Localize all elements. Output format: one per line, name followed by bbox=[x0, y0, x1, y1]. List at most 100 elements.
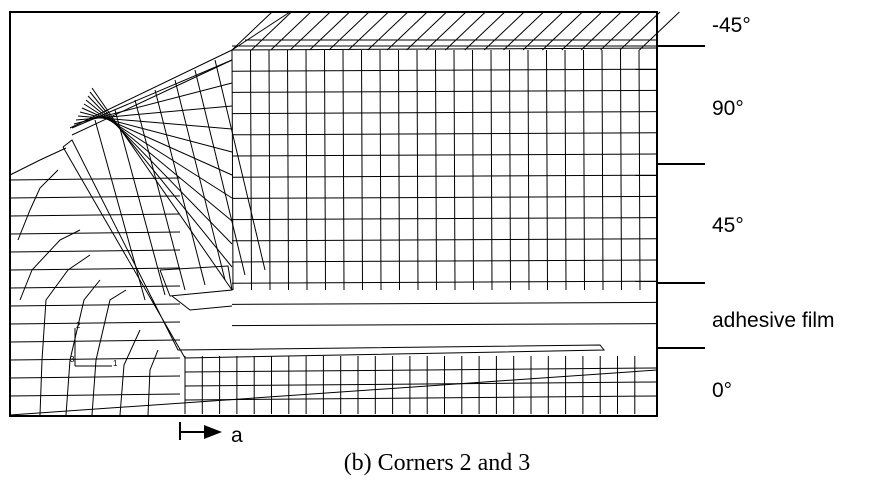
mesh-line bbox=[91, 87, 233, 291]
mesh-line bbox=[231, 217, 658, 221]
mesh-line bbox=[154, 89, 206, 286]
axis-triad: 2 1 3 bbox=[70, 321, 118, 368]
layer-label-minus45: -45° bbox=[712, 14, 751, 37]
mesh-line bbox=[231, 68, 658, 72]
mesh-line bbox=[9, 369, 658, 416]
mesh-line bbox=[89, 91, 233, 268]
mesh-line bbox=[435, 49, 437, 291]
mesh-line bbox=[231, 280, 658, 284]
axis-2-label: 2 bbox=[76, 321, 81, 330]
mesh-line bbox=[250, 49, 252, 291]
mesh-line bbox=[425, 11, 467, 51]
crack-arrow-head bbox=[204, 425, 222, 439]
mesh-line bbox=[231, 111, 658, 115]
mesh-line bbox=[416, 49, 419, 291]
mesh-line bbox=[600, 11, 641, 51]
mesh-line bbox=[386, 11, 428, 51]
mesh-line bbox=[406, 11, 447, 51]
mesh-line bbox=[17, 169, 59, 241]
mesh-line bbox=[184, 381, 658, 387]
layer-label-90: 90° bbox=[712, 97, 744, 120]
mesh-line bbox=[147, 349, 159, 416]
mesh-line bbox=[184, 395, 658, 401]
mesh-line bbox=[9, 357, 181, 361]
mesh-line bbox=[564, 49, 567, 291]
mesh-line bbox=[87, 95, 233, 245]
mesh-line bbox=[620, 49, 622, 291]
layer-label-45: 45° bbox=[712, 214, 744, 237]
mesh-line bbox=[289, 11, 331, 51]
mesh-line bbox=[134, 99, 186, 291]
axis-3-label: 3 bbox=[70, 355, 75, 364]
mesh-line bbox=[287, 49, 289, 291]
mesh-line bbox=[639, 11, 680, 51]
mesh-line bbox=[483, 11, 525, 51]
mesh-line bbox=[171, 295, 233, 311]
mesh-line bbox=[361, 49, 363, 291]
mesh-line bbox=[638, 49, 641, 291]
mesh-line bbox=[119, 329, 141, 416]
mesh-line bbox=[81, 107, 233, 176]
mesh-line bbox=[69, 49, 233, 129]
mesh-line bbox=[305, 49, 308, 291]
mesh-line bbox=[9, 213, 181, 217]
mesh-line bbox=[9, 321, 181, 325]
mesh-line bbox=[85, 99, 233, 222]
mesh-line bbox=[561, 11, 603, 51]
mesh-line bbox=[9, 267, 181, 271]
mesh-frame bbox=[9, 11, 658, 417]
mesh-line bbox=[231, 132, 658, 136]
mesh-line bbox=[184, 367, 658, 373]
mesh-line bbox=[445, 11, 486, 51]
mesh-line bbox=[379, 49, 382, 291]
mesh-line bbox=[19, 229, 81, 301]
mesh-line bbox=[65, 279, 101, 416]
mesh-line bbox=[348, 11, 389, 51]
mesh-line bbox=[9, 249, 181, 253]
mesh-line bbox=[251, 11, 292, 51]
mesh-cell bbox=[159, 265, 233, 297]
mesh-line bbox=[580, 11, 622, 51]
mesh-line bbox=[9, 303, 181, 307]
mesh-line bbox=[214, 59, 266, 271]
mesh-line bbox=[583, 49, 585, 291]
mesh-line bbox=[231, 301, 658, 305]
mesh-line bbox=[9, 231, 181, 235]
mesh-line bbox=[619, 11, 661, 51]
mesh-line bbox=[9, 177, 181, 181]
mesh-line bbox=[503, 11, 544, 51]
mesh-line bbox=[91, 289, 127, 416]
mesh-line bbox=[71, 59, 233, 136]
mesh-line bbox=[231, 195, 658, 199]
mesh-line bbox=[601, 49, 604, 291]
mesh-line bbox=[231, 49, 234, 291]
mesh-line bbox=[174, 79, 226, 281]
mesh-line bbox=[328, 11, 370, 51]
mesh-line bbox=[324, 49, 326, 291]
mesh-line bbox=[398, 49, 400, 291]
mesh-line bbox=[231, 11, 273, 51]
mesh-line bbox=[464, 11, 506, 51]
mesh-line bbox=[270, 11, 312, 51]
finite-element-mesh bbox=[9, 11, 680, 416]
mesh-line bbox=[9, 393, 181, 397]
mesh-line bbox=[527, 49, 530, 291]
mesh-line bbox=[453, 49, 456, 291]
mesh-line bbox=[39, 254, 91, 416]
mesh-line bbox=[231, 174, 658, 178]
mesh-line bbox=[522, 11, 564, 51]
mesh-line bbox=[490, 49, 493, 291]
mesh-line bbox=[542, 11, 583, 51]
mesh-line bbox=[342, 49, 345, 291]
mesh-line bbox=[268, 49, 271, 291]
figure-caption: (b) Corners 2 and 3 bbox=[344, 450, 531, 476]
mesh-line bbox=[309, 11, 350, 51]
mesh-line bbox=[231, 238, 658, 242]
mesh-line bbox=[114, 109, 166, 296]
mesh-line bbox=[231, 89, 658, 93]
mesh-line bbox=[79, 111, 233, 153]
mesh-line bbox=[509, 49, 511, 291]
mesh-line bbox=[546, 49, 548, 291]
mesh-line bbox=[9, 147, 67, 176]
